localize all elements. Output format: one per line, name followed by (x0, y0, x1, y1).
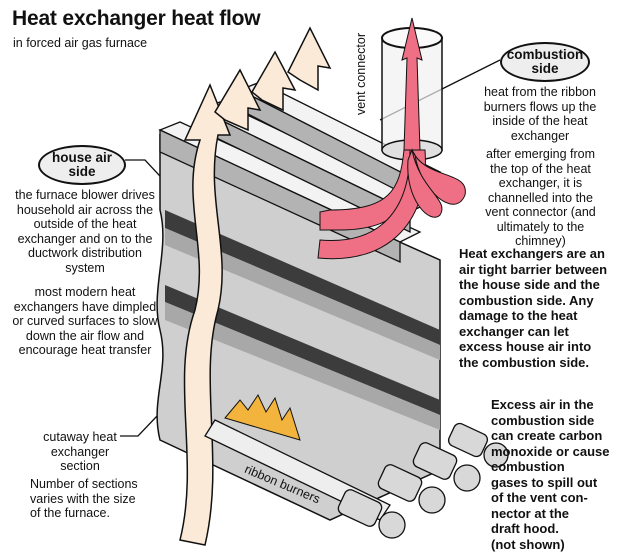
combustion-heat-note: heat from the ribbon burners flows up th… (483, 85, 597, 143)
house-air-side-oval: house air side (38, 145, 126, 185)
warm-air-arrow (287, 26, 332, 92)
sections-note: Number of sections varies with the size … (30, 477, 138, 520)
flame (224, 393, 301, 441)
burner-nozzle (337, 422, 509, 539)
dimpled-surfaces-note: most modern heat exchangers have dimpled… (12, 285, 158, 357)
ribbon-burners (204, 393, 509, 539)
vent-connector-label: vent connector (354, 33, 368, 115)
warm-air-arrow (214, 68, 262, 132)
diagram-title: Heat exchanger heat flow (12, 7, 261, 30)
warm-air-arrow (251, 50, 297, 112)
cutaway-section-label: cutaway heat exchanger section (43, 430, 117, 473)
after-emerging-note: after emerging from the top of the heat … (485, 147, 596, 248)
heat-exchanger-body (156, 133, 441, 521)
blower-note: the furnace blower drives household air … (15, 188, 155, 275)
warm-air-arrows (179, 26, 332, 546)
excess-air-warning-note: Excess air in the combustion side can cr… (491, 397, 610, 552)
combustion-side-oval: combustion side (500, 42, 590, 82)
cutaway-leader-line (120, 414, 159, 437)
air-tight-barrier-note: Heat exchangers are an air tight barrier… (459, 246, 608, 370)
flue-gas-arrow (401, 17, 423, 151)
diagram-subtitle: in forced air gas furnace (13, 36, 148, 50)
flue-gas-flow (317, 17, 466, 260)
